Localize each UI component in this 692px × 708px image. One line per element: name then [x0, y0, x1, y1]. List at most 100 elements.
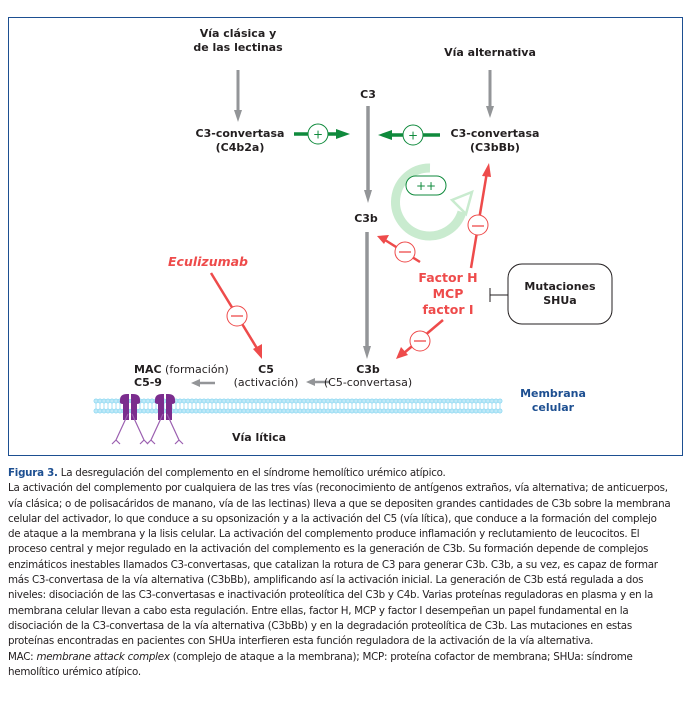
- lipid-head: [445, 398, 451, 404]
- lipid-head: [197, 398, 203, 404]
- lipid-head: [441, 398, 447, 404]
- caption-line: proceso central y mejor regulado en la a…: [8, 543, 649, 556]
- lipid-head: [437, 398, 443, 404]
- classic-pathway-label-1: Vía clásica y: [200, 27, 277, 40]
- lipid-head: [397, 408, 403, 414]
- lipid-head: [329, 398, 335, 404]
- lipid-head: [433, 398, 439, 404]
- lipid-head: [461, 408, 467, 414]
- lipid-head: [101, 408, 107, 414]
- lipid-head: [237, 398, 243, 404]
- lipid-head: [385, 398, 391, 404]
- lipid-head: [197, 408, 203, 414]
- lipid-head: [213, 408, 219, 414]
- lipid-head: [381, 398, 387, 404]
- caption-line: vía clásica; o de polisacáridos de manan…: [8, 497, 671, 510]
- lipid-head: [353, 398, 359, 404]
- lipid-head: [373, 408, 379, 414]
- lipid-head: [481, 408, 487, 414]
- lipid-head: [181, 408, 187, 414]
- c5-label: C5: [258, 363, 274, 376]
- regulator-factor-i: factor I: [422, 302, 473, 317]
- lipid-head: [421, 408, 427, 414]
- lipid-head: [113, 398, 119, 404]
- lipid-head: [477, 408, 483, 414]
- lipid-head: [397, 398, 403, 404]
- lipid-head: [393, 398, 399, 404]
- lipid-head: [177, 408, 183, 414]
- c3-convertase-classic-label-1: C3-convertasa: [196, 127, 285, 140]
- lipid-head: [261, 408, 267, 414]
- lipid-head: [265, 398, 271, 404]
- lipid-head: [377, 398, 383, 404]
- lipid-head: [253, 398, 259, 404]
- lipid-head: [221, 408, 227, 414]
- lipid-head: [317, 408, 323, 414]
- abbr-rest: (complejo de ataque a la membrana); MCP:…: [169, 650, 633, 663]
- lipid-head: [205, 408, 211, 414]
- lipid-head: [217, 408, 223, 414]
- figure-title: La desregulación del complemento en el s…: [60, 467, 446, 479]
- lipid-head: [309, 408, 315, 414]
- lipid-head: [489, 408, 495, 414]
- lipid-head: [273, 398, 279, 404]
- lipid-head: [141, 398, 147, 404]
- lipid-head: [485, 408, 491, 414]
- lipid-head: [493, 398, 499, 404]
- lipid-head: [449, 398, 455, 404]
- lipid-head: [185, 398, 191, 404]
- regulator-factor-h: Factor H: [418, 270, 477, 285]
- lipid-head: [341, 398, 347, 404]
- lipid-head: [465, 398, 471, 404]
- lipid-head: [453, 408, 459, 414]
- lipid-head: [473, 408, 479, 414]
- mac-abbrev: MAC: [134, 363, 162, 376]
- lipid-head: [309, 398, 315, 404]
- lipid-head: [489, 398, 495, 404]
- lipid-head: [117, 408, 123, 414]
- lipid-head: [437, 408, 443, 414]
- lipid-head: [297, 408, 303, 414]
- lipid-head: [285, 398, 291, 404]
- lipid-head: [337, 408, 343, 414]
- alternative-pathway-arrow: [486, 70, 494, 118]
- lipid-head: [193, 408, 199, 414]
- lipid-head: [377, 408, 383, 414]
- lytic-pathway-label: Vía lítica: [232, 431, 286, 444]
- regulator-mcp: MCP: [433, 286, 464, 301]
- lipid-head: [461, 398, 467, 404]
- mac-pore-icon: [146, 394, 184, 445]
- lipid-head: [237, 408, 243, 414]
- caption-line: membrana celular llevan a cabo esta regu…: [8, 604, 629, 617]
- mac-pore-icon: [111, 394, 149, 445]
- c5-convertase-label: (C5-convertasa): [324, 376, 412, 389]
- lipid-head: [305, 408, 311, 414]
- lipid-head: [357, 408, 363, 414]
- lipid-head: [205, 398, 211, 404]
- lipid-head: [305, 398, 311, 404]
- c3-convertase-alt-label-2: (C3bBb): [470, 141, 520, 154]
- lipid-head: [149, 398, 155, 404]
- lipid-head: [177, 398, 183, 404]
- lipid-head: [389, 408, 395, 414]
- lipid-head: [173, 408, 179, 414]
- lipid-head: [373, 398, 379, 404]
- lipid-head: [453, 398, 459, 404]
- lipid-head: [393, 408, 399, 414]
- lipid-head: [225, 408, 231, 414]
- lipid-head: [481, 398, 487, 404]
- lipid-head: [337, 398, 343, 404]
- lipid-head: [405, 398, 411, 404]
- lipid-head: [229, 408, 235, 414]
- lipid-head: [281, 398, 287, 404]
- c3b-label: C3b: [354, 212, 378, 225]
- lipid-head: [261, 398, 267, 404]
- lipid-head: [193, 398, 199, 404]
- lipid-head: [469, 398, 475, 404]
- lipid-head: [469, 408, 475, 414]
- lipid-head: [401, 398, 407, 404]
- lipid-head: [181, 398, 187, 404]
- caption-line: niveles: disociación de las C3-convertas…: [8, 589, 654, 602]
- c3b-to-c5-convertase-arrow: [363, 232, 371, 359]
- abbr-mac: MAC:: [8, 650, 37, 663]
